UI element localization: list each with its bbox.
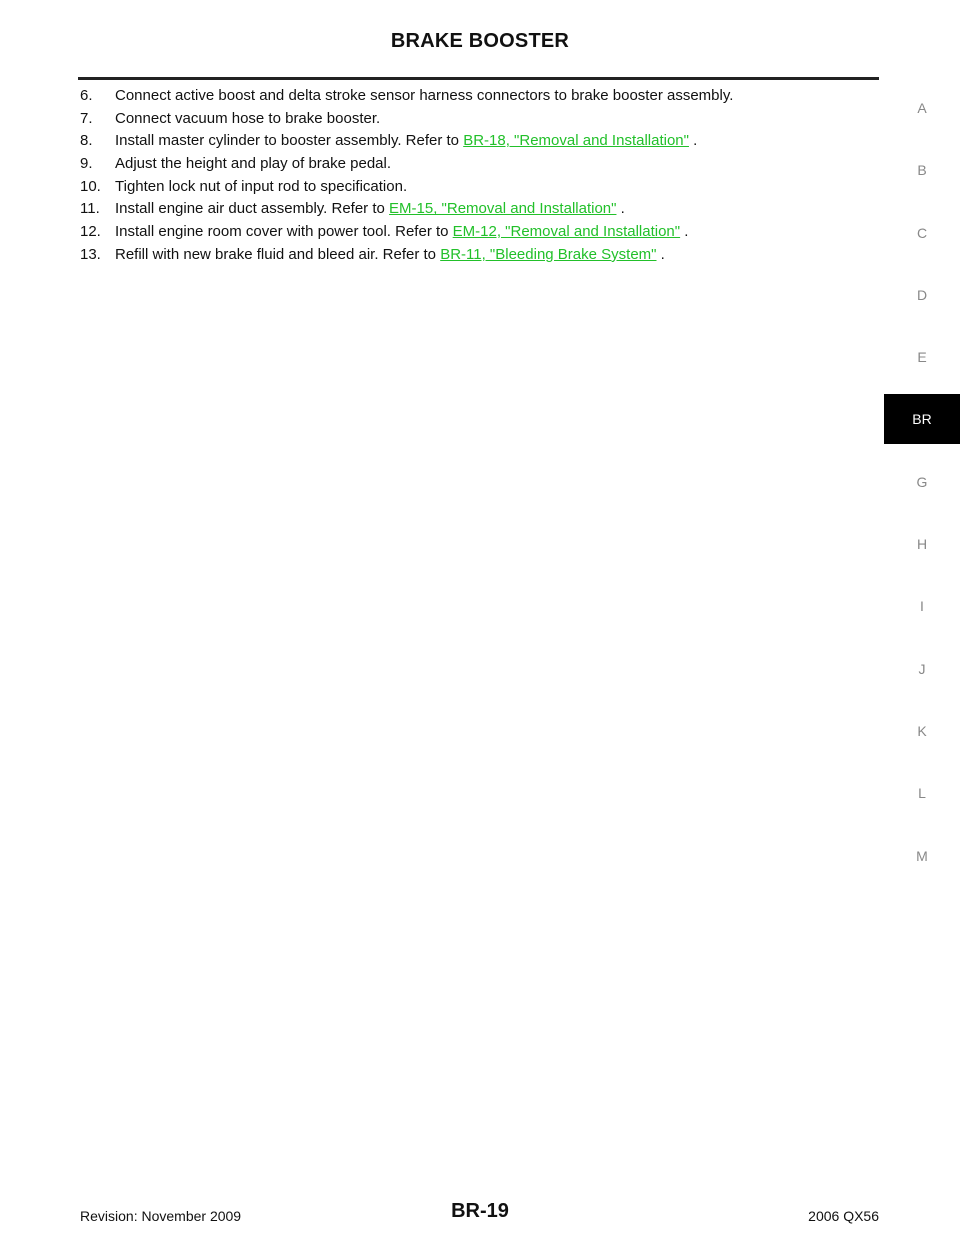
step-number: 8. — [80, 132, 93, 150]
step-item: 11. Install engine air duct assembly. Ref… — [80, 198, 870, 221]
section-tab-k[interactable]: K — [917, 722, 927, 739]
step-text: Tighten lock nut of input rod to specifi… — [115, 177, 408, 195]
section-tab-i[interactable]: I — [920, 598, 924, 615]
reference-link-em-15[interactable]: EM-15, "Removal and Installation" — [389, 200, 617, 218]
step-item: 7. Connect vacuum hose to brake booster. — [80, 108, 870, 131]
step-item: 10. Tighten lock nut of input rod to spec… — [80, 176, 870, 199]
section-tab-j[interactable]: J — [918, 660, 926, 677]
section-tab-h[interactable]: H — [916, 536, 928, 553]
step-text: Connect active boost and delta stroke se… — [115, 87, 734, 104]
section-tab-l[interactable]: L — [918, 785, 926, 802]
reference-link-br-18[interactable]: BR-18, "Removal and Installation" — [463, 132, 689, 150]
section-index: A B C D E BR G H I J K L M — [884, 83, 960, 893]
step-text-suffix: . — [616, 200, 625, 218]
step-text-suffix: . — [688, 132, 698, 150]
step-item: 12. Install engine room cover with power … — [80, 221, 870, 244]
step-text: Install master cylinder to booster assem… — [115, 132, 464, 150]
procedure-steps: 6. Connect active boost and delta stroke … — [80, 85, 870, 267]
step-text: Install engine room cover with power too… — [115, 223, 453, 241]
footer-revision: Revision: November 2009 — [80, 1208, 242, 1224]
section-tab-g[interactable]: G — [916, 473, 928, 490]
reference-link-em-12[interactable]: EM-12, "Removal and Installation" — [452, 223, 681, 241]
step-item: 9. Adjust the height and play of brake pe… — [80, 153, 870, 176]
page-title: BRAKE BOOSTER — [390, 30, 570, 52]
title-divider — [78, 77, 879, 80]
section-tab-d[interactable]: D — [916, 286, 928, 303]
step-number: 6. — [80, 87, 93, 104]
footer-model: 2006 QX56 — [808, 1208, 879, 1224]
step-number: 7. — [80, 109, 93, 127]
step-number: 11. — [80, 200, 100, 218]
section-tab-m[interactable]: M — [916, 847, 928, 864]
step-item: 13. Refill with new brake fluid and bleed… — [80, 244, 870, 267]
step-number: 10. — [80, 177, 101, 195]
step-text: Adjust the height and play of brake peda… — [115, 155, 392, 173]
reference-link-br-11[interactable]: BR-11, "Bleeding Brake System" — [440, 245, 657, 263]
section-tab-e[interactable]: E — [917, 349, 927, 366]
section-tab-c[interactable]: C — [916, 224, 928, 241]
section-tab-a[interactable]: A — [917, 100, 927, 116]
step-item: 8. Install master cylinder to booster ass… — [80, 130, 870, 153]
section-tab-br[interactable]: BR — [884, 394, 960, 445]
step-text-suffix: . — [680, 223, 689, 241]
step-text-suffix: . — [656, 245, 665, 263]
step-text: Install engine air duct assembly. Refer … — [115, 200, 390, 218]
step-number: 9. — [80, 155, 93, 173]
step-item: 6. Connect active boost and delta stroke … — [80, 85, 870, 108]
step-text: Connect vacuum hose to brake booster. — [115, 109, 381, 127]
step-text: Refill with new brake fluid and bleed ai… — [115, 245, 441, 263]
step-number: 13. — [80, 245, 101, 263]
step-number: 12. — [80, 223, 101, 241]
section-tab-b[interactable]: B — [917, 162, 927, 179]
footer-page-number: BR-19 — [451, 1200, 509, 1222]
